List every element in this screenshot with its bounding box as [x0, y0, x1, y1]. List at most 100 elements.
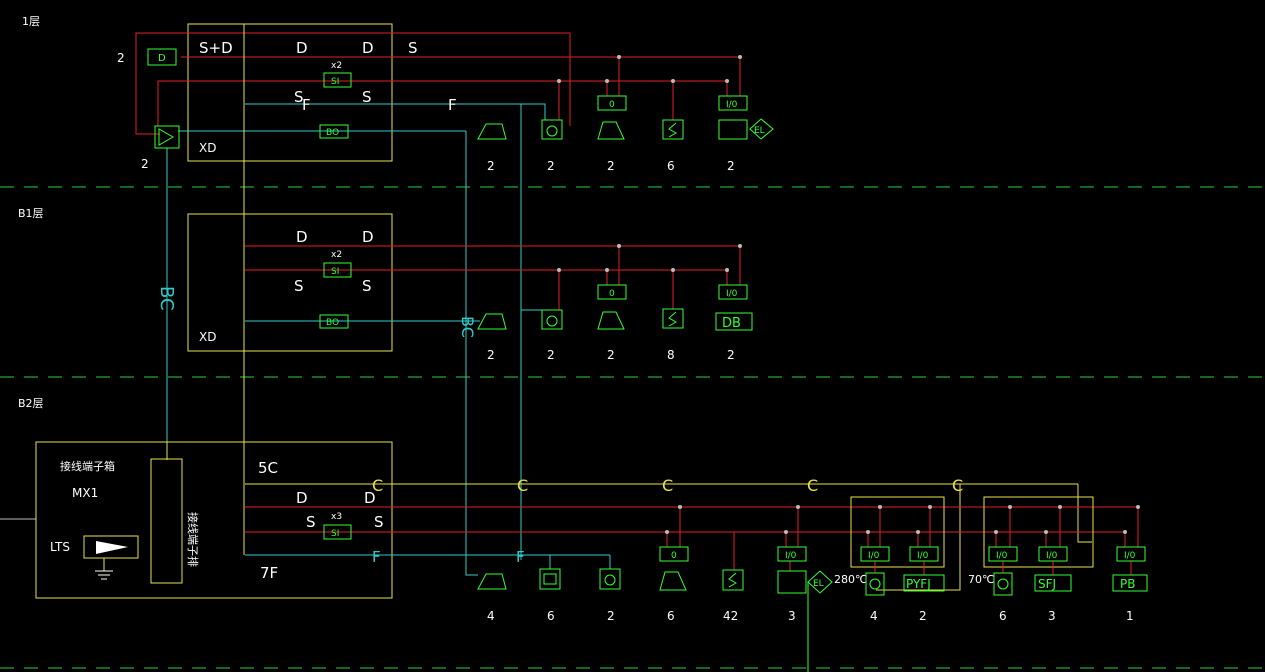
telephone-handset-icon [546, 315, 558, 327]
count-b2-2: 2 [607, 609, 615, 623]
label-7f: 7F [260, 564, 278, 582]
node [557, 79, 561, 83]
sfj-box [1034, 574, 1072, 592]
speaker-icon [477, 573, 507, 590]
module-io-b2-6 [1116, 546, 1146, 562]
count-b1-1: 2 [547, 348, 555, 362]
label-s-1f-top: S [408, 39, 418, 57]
module-0-b2 [659, 546, 689, 562]
fire-damper-280-icon [865, 572, 885, 596]
module-io-label-b1: I/0 [726, 289, 738, 299]
el-diamond-icon [807, 570, 833, 594]
sounder-icon [597, 311, 625, 330]
drop-b2-speaker [465, 555, 478, 576]
terminal-box-name: MX1 [72, 486, 98, 500]
bus-1f-amp-feed [157, 80, 245, 126]
si-label-1f: SI [331, 77, 339, 87]
count-1f-4: 2 [727, 159, 735, 173]
sounder-icon [597, 121, 625, 140]
label-c-2: C [517, 476, 528, 495]
manual-button-zigzag [728, 572, 738, 588]
label-d-1f-b: D [362, 39, 374, 57]
count-b2-10: 1 [1126, 609, 1134, 623]
telephone-icon [541, 309, 563, 330]
fire-damper-70-icon [993, 572, 1013, 596]
floor-label-b2: B2层 [18, 397, 44, 410]
node [866, 530, 870, 534]
count-b2-4: 42 [723, 609, 738, 623]
count-b2-0: 4 [487, 609, 495, 623]
count-b2-7: 2 [919, 609, 927, 623]
label-s-b1-b: S [362, 277, 372, 295]
si-module-b1 [323, 262, 352, 278]
label-x2-1f: x2 [331, 61, 342, 71]
count-b1-2: 2 [607, 348, 615, 362]
node [1136, 505, 1140, 509]
manual-button-icon [662, 308, 684, 329]
module-0-label-b2: 0 [671, 551, 677, 561]
terminal-box-title: 接线端子箱 [60, 459, 115, 473]
label-x3-b2: x3 [331, 512, 342, 522]
module-0-1f [597, 95, 627, 111]
junction-box-1f [187, 23, 393, 162]
module-0-label-b1: 0 [609, 289, 615, 299]
count-1f-2: 2 [607, 159, 615, 173]
label-d-1f-a: D [296, 39, 308, 57]
db-label: DB [722, 316, 741, 331]
amp-count-1f: 2 [141, 157, 149, 171]
el-label-b2: EL [813, 579, 824, 589]
manual-button-zigzag [668, 311, 678, 327]
manual-button-zigzag [668, 122, 678, 138]
el-diamond-icon [749, 118, 774, 140]
node [1123, 530, 1127, 534]
sounder-icon [659, 571, 687, 591]
floor-label-b1: B1层 [18, 207, 44, 220]
lts-triangle-icon [96, 541, 128, 554]
riser-tel-1f [521, 103, 546, 120]
bo-module-b1 [319, 314, 349, 329]
label-bc-b1: BC [458, 316, 477, 338]
module-io-b2-5 [1038, 546, 1068, 562]
node [617, 244, 621, 248]
terminal-strip-label: 接线端子排 [186, 512, 200, 567]
module-io-label-b2-4: I/0 [996, 551, 1008, 561]
xd-label-b1: XD [199, 330, 216, 344]
telephone-icon [599, 568, 621, 590]
telephone-icon [541, 119, 563, 140]
detector-label-1f: D [158, 53, 166, 64]
terminal-strip [150, 458, 183, 584]
count-b2-9: 3 [1048, 609, 1056, 623]
node [784, 530, 788, 534]
node [878, 505, 882, 509]
node [928, 505, 932, 509]
node [725, 79, 729, 83]
pyfj-label: PYFJ [906, 577, 931, 591]
count-b2-1: 6 [547, 609, 555, 623]
pb-label: PB [1120, 577, 1135, 591]
manual-button-icon [722, 569, 744, 591]
amplifier-1f [154, 125, 180, 149]
bo-module-1f [319, 124, 349, 139]
bo-label-b1: BO [326, 318, 339, 328]
si-label-b1: SI [331, 267, 339, 277]
label-s-1f-a: S [294, 88, 304, 106]
module-io-b2-4 [988, 546, 1018, 562]
module-io-b2-2 [860, 546, 890, 562]
label-d-b2-a: D [296, 489, 308, 507]
si-label-b2: SI [331, 529, 339, 539]
label-c-5: C [952, 476, 963, 495]
pb-box [1112, 574, 1148, 592]
node [725, 268, 729, 272]
detector-count-1f: 2 [117, 51, 125, 65]
lts-label: LTS [50, 540, 70, 554]
module-0-b1 [597, 284, 627, 300]
module-io-label-b2-1: I/0 [785, 551, 797, 561]
junction-box-b1 [187, 213, 393, 352]
node [557, 268, 561, 272]
label-x2-b1: x2 [331, 250, 342, 260]
node [617, 55, 621, 59]
node [738, 244, 742, 248]
count-b2-8: 6 [999, 609, 1007, 623]
detector-1f [147, 48, 177, 66]
node [665, 530, 669, 534]
